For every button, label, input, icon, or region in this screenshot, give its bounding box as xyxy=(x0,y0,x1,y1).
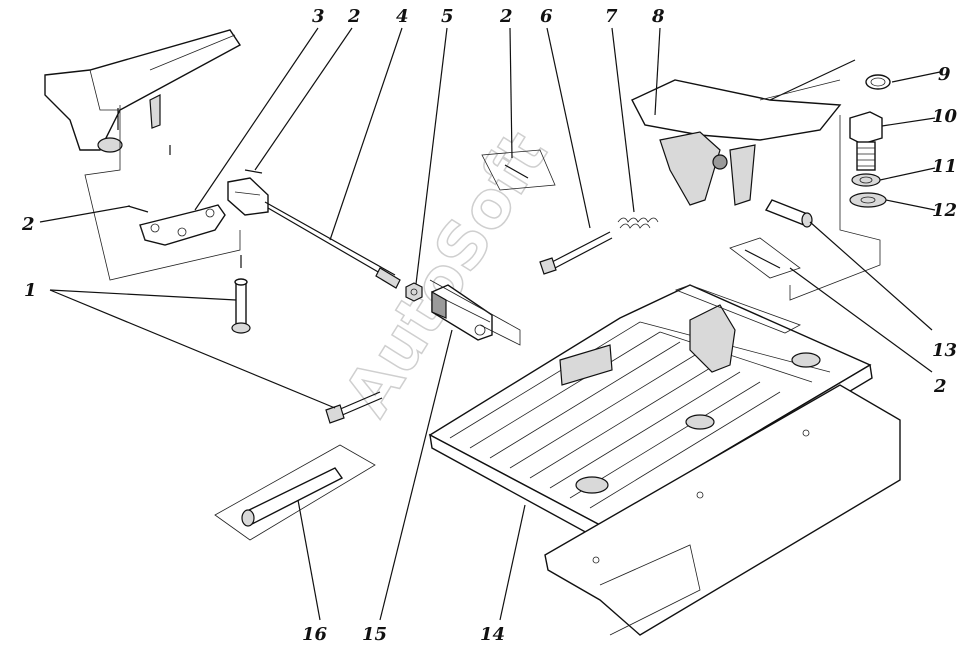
label-2-left: 2 xyxy=(21,214,35,235)
cab-floor-section xyxy=(544,384,901,636)
part-1-pin-vertical xyxy=(231,255,251,334)
part-3-plate xyxy=(139,204,226,246)
part-15-clevis xyxy=(431,284,493,341)
part-7-spring xyxy=(617,217,659,229)
label-8: 8 xyxy=(651,6,665,27)
part-10-bolt xyxy=(849,111,883,171)
part-9-ring xyxy=(865,74,891,90)
cab-bracket-drawing xyxy=(44,29,242,155)
part-2-pin-left xyxy=(127,205,149,213)
label-6: 6 xyxy=(540,6,553,27)
part-2-cotter-top xyxy=(244,169,263,174)
label-2-top-left: 2 xyxy=(347,6,361,27)
leader-lines xyxy=(39,27,941,621)
part-12-washer xyxy=(849,192,887,208)
part-11-washer xyxy=(851,173,881,187)
label-1: 1 xyxy=(24,280,37,301)
dashed-guide-box-left xyxy=(84,105,241,281)
part-2-cotter-right xyxy=(729,237,801,279)
label-9: 9 xyxy=(938,64,951,85)
label-4: 4 xyxy=(396,6,409,27)
label-3: 3 xyxy=(312,6,325,27)
label-16: 16 xyxy=(302,624,328,645)
part-4-rod xyxy=(227,177,401,289)
dashed-guide-box-middle xyxy=(429,149,556,346)
label-2-right: 2 xyxy=(933,376,947,397)
part-5-nut xyxy=(405,282,423,302)
part-13-pin xyxy=(764,199,813,228)
label-14: 14 xyxy=(480,624,505,645)
label-7: 7 xyxy=(605,6,618,27)
label-5: 5 xyxy=(441,6,454,27)
label-12: 12 xyxy=(932,200,957,221)
label-10: 10 xyxy=(932,106,958,127)
label-11: 11 xyxy=(932,156,957,177)
dashed-guide-box-right xyxy=(789,115,881,301)
label-13: 13 xyxy=(932,340,957,361)
label-2-top-middle: 2 xyxy=(499,6,513,27)
part-1-long-bolt xyxy=(325,391,383,424)
part-number-labels: 1 2 3 2 4 5 2 6 7 8 9 10 11 12 13 2 14 1… xyxy=(21,6,958,645)
part-6-bolt xyxy=(539,231,613,275)
part-8-pedal xyxy=(631,59,856,206)
label-15: 15 xyxy=(362,624,387,645)
part-16-pin xyxy=(214,444,376,541)
